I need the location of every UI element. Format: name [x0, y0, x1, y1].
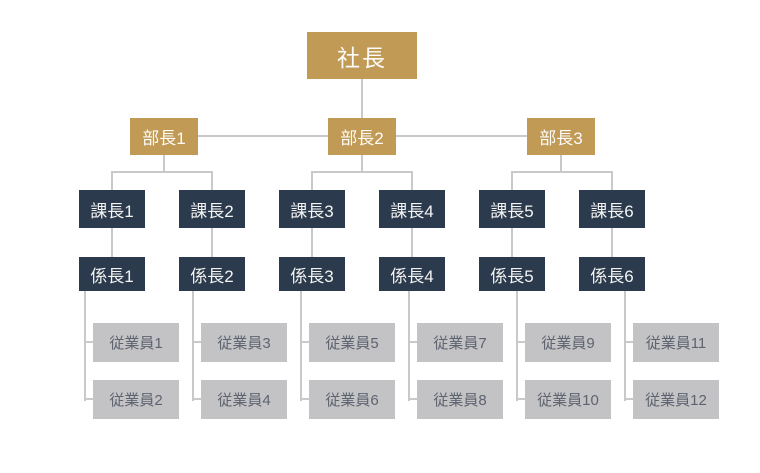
node-employee-11: 従業員11 [633, 323, 719, 362]
node-employee-10: 従業員10 [525, 380, 611, 419]
connector-line [411, 228, 413, 257]
connector-line [624, 398, 635, 400]
connector-line [111, 228, 113, 257]
connector-line [624, 291, 626, 401]
connector-line [408, 398, 419, 400]
node-department-manager-1: 部長1 [130, 118, 198, 155]
node-department-manager-3: 部長3 [527, 118, 595, 155]
connector-line [408, 291, 410, 401]
connector-line [192, 341, 203, 343]
node-team-leader-5: 係長5 [479, 257, 545, 291]
node-president: 社長 [307, 32, 417, 79]
node-team-leader-6: 係長6 [579, 257, 645, 291]
node-employee-1: 従業員1 [93, 323, 179, 362]
connector-line [300, 398, 311, 400]
node-section-manager-3: 課長3 [279, 190, 345, 228]
connector-line [611, 228, 613, 257]
connector-line [361, 155, 363, 172]
connector-line [411, 171, 413, 190]
connector-line [198, 135, 328, 137]
node-employee-2: 従業員2 [93, 380, 179, 419]
connector-line [516, 291, 518, 401]
connector-line [84, 341, 95, 343]
connector-line [300, 341, 311, 343]
connector-line [211, 228, 213, 257]
node-team-leader-2: 係長2 [179, 257, 245, 291]
connector-line [560, 155, 562, 172]
node-department-manager-2: 部長2 [328, 118, 396, 155]
connector-line [511, 228, 513, 257]
connector-line [111, 171, 213, 173]
connector-line [163, 155, 165, 172]
node-employee-4: 従業員4 [201, 380, 287, 419]
connector-line [611, 171, 613, 190]
node-team-leader-4: 係長4 [379, 257, 445, 291]
connector-line [516, 398, 527, 400]
node-employee-7: 従業員7 [417, 323, 503, 362]
node-employee-9: 従業員9 [525, 323, 611, 362]
node-employee-12: 従業員12 [633, 380, 719, 419]
node-section-manager-4: 課長4 [379, 190, 445, 228]
node-team-leader-1: 係長1 [79, 257, 145, 291]
connector-line [511, 171, 613, 173]
connector-line [408, 341, 419, 343]
connector-line [361, 79, 363, 118]
connector-line [311, 171, 413, 173]
connector-line [511, 171, 513, 190]
node-employee-5: 従業員5 [309, 323, 395, 362]
connector-line [84, 398, 95, 400]
node-section-manager-1: 課長1 [79, 190, 145, 228]
node-team-leader-3: 係長3 [279, 257, 345, 291]
node-employee-3: 従業員3 [201, 323, 287, 362]
connector-line [84, 291, 86, 401]
connector-line [111, 171, 113, 190]
node-section-manager-5: 課長5 [479, 190, 545, 228]
connector-line [311, 228, 313, 257]
node-section-manager-2: 課長2 [179, 190, 245, 228]
connector-line [396, 135, 527, 137]
node-employee-8: 従業員8 [417, 380, 503, 419]
connector-line [516, 341, 527, 343]
connector-line [192, 291, 194, 401]
connector-line [311, 171, 313, 190]
node-employee-6: 従業員6 [309, 380, 395, 419]
connector-line [300, 291, 302, 401]
node-section-manager-6: 課長6 [579, 190, 645, 228]
connector-line [211, 171, 213, 190]
connector-line [624, 341, 635, 343]
connector-line [192, 398, 203, 400]
